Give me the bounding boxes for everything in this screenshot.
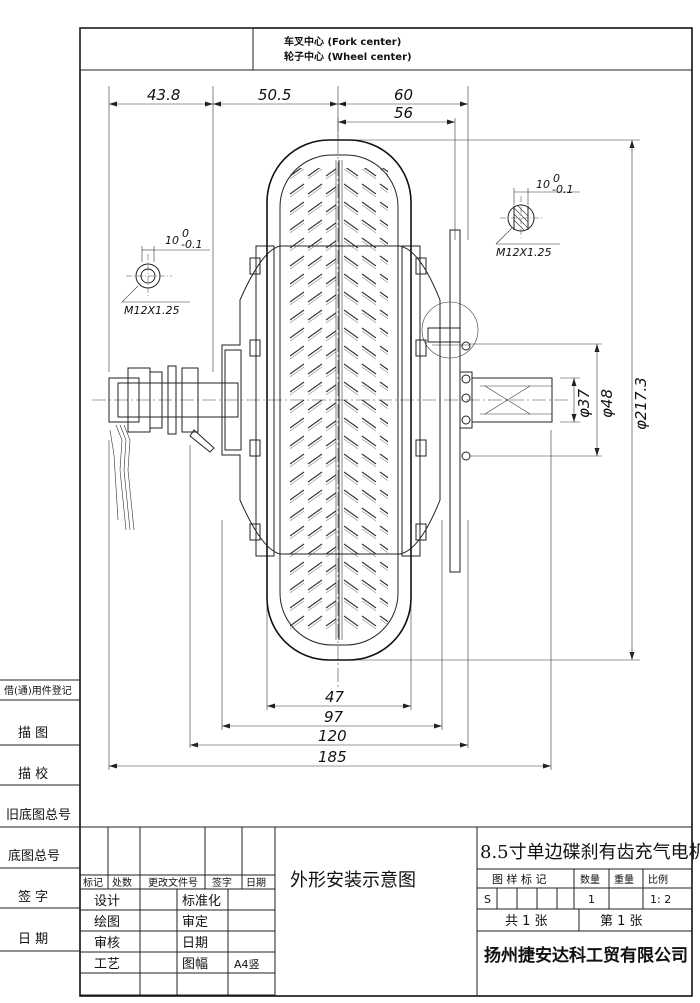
side-label-sign: 签 字: [18, 889, 48, 905]
rev-header-count: 处数: [112, 876, 132, 889]
rev-header-mark: 标记: [83, 877, 103, 889]
dim-phi37: φ37: [575, 389, 593, 418]
right-flat-width: 10: [536, 178, 550, 191]
company-name: 扬州捷安达科工贸有限公司: [484, 945, 688, 966]
sign-standard: 标准化: [182, 894, 221, 909]
rev-header-doc: 更改文件号: [148, 876, 198, 889]
drawing-title: 外形安装示意图: [290, 870, 416, 891]
tire-with-tread: [266, 139, 412, 661]
wheel-center-label: 轮子中心 (Wheel center): [284, 50, 412, 63]
sign-design: 设计: [94, 894, 120, 909]
side-label-trace: 描 图: [18, 726, 48, 741]
rev-header-date: 日期: [246, 877, 266, 889]
dim-56: 56: [394, 104, 413, 122]
left-thread-detail: [121, 246, 210, 303]
quantity-value: 1: [588, 893, 595, 906]
format-value: A4竖: [234, 958, 260, 971]
meta-header-scale: 比例: [648, 873, 668, 886]
left-flat-width: 10: [165, 234, 179, 247]
dim-phi48: φ48: [598, 389, 616, 418]
diameter-dimensions: [338, 139, 640, 661]
legend-box: [79, 27, 254, 71]
top-dimensions: [108, 86, 469, 372]
side-label-borrow: 借(通)用件登记: [4, 684, 72, 697]
sign-format: 图幅: [182, 957, 208, 972]
disc-brake-and-right-axle: [421, 229, 553, 573]
rev-header-sign: 签字: [212, 876, 232, 889]
side-label-trace-check: 描 校: [18, 766, 48, 782]
sign-process: 工艺: [94, 957, 120, 972]
sign-date: 日期: [182, 936, 208, 951]
sign-review: 审核: [94, 936, 120, 951]
dim-phi217-3: φ217.3: [632, 377, 650, 430]
side-label-base-no: 底图总号: [8, 848, 60, 864]
meta-header-qty: 数量: [580, 873, 600, 886]
left-tol-upper: 0: [182, 227, 189, 240]
right-tol-upper: 0: [553, 172, 560, 185]
meta-header-mark: 图 样 标 记: [492, 872, 547, 886]
dim-47: 47: [325, 688, 345, 706]
sign-draw: 绘图: [94, 915, 120, 930]
scale-value: 1: 2: [650, 893, 671, 906]
drawing-frame: [79, 27, 693, 997]
meta-header-weight: 重量: [614, 873, 634, 886]
dim-120: 120: [318, 727, 347, 745]
mark-value: S: [484, 893, 491, 906]
sheet-number: 第 1 张: [600, 914, 643, 929]
side-registration-strip: [0, 679, 80, 952]
dim-97: 97: [324, 708, 344, 726]
product-name: 8.5寸单边碟刹有齿充气电机: [480, 842, 700, 863]
title-block-grid: [80, 826, 692, 996]
fork-center-label: 车叉中心 (Fork center): [284, 35, 401, 48]
right-thread-spec: M12X1.25: [496, 246, 552, 259]
dim-50-5: 50.5: [258, 86, 291, 104]
left-axle: [108, 365, 239, 531]
dim-185: 185: [318, 748, 347, 766]
left-thread-spec: M12X1.25: [124, 304, 180, 317]
sign-approve: 审定: [182, 915, 208, 930]
side-label-date: 日 期: [18, 932, 48, 947]
right-thread-detail: [495, 188, 580, 245]
side-label-old-base: 旧底图总号: [6, 807, 71, 823]
dim-43-8: 43.8: [147, 86, 180, 104]
bottom-dimensions: [108, 430, 552, 770]
left-tol-lower: -0.1: [181, 238, 202, 251]
sheet-total: 共 1 张: [505, 914, 548, 929]
dim-60: 60: [394, 86, 413, 104]
right-tol-lower: -0.1: [552, 183, 573, 196]
